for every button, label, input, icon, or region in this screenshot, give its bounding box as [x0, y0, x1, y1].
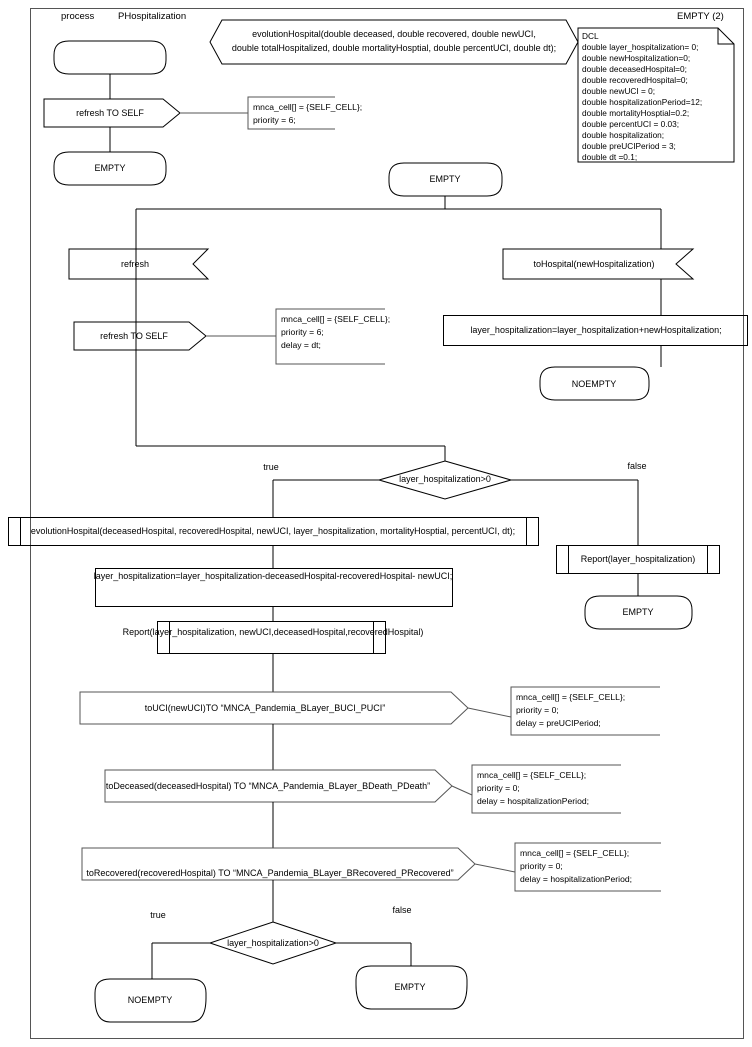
dcl-line-6: double mortalityHosptial=0.2;: [582, 108, 690, 118]
comment-link-5: [474, 863, 516, 873]
state-empty-left-shape: [53, 151, 167, 186]
output-refresh-self-mid-shape: [73, 321, 207, 351]
procedure-decl-shape: [209, 19, 579, 65]
input-refresh-shape: [68, 248, 210, 280]
call-report-false-shape: [556, 545, 720, 574]
comment-box-1-shape: [247, 96, 335, 130]
state-noempty-bottom-shape: [94, 978, 207, 1023]
start-state-shape: [53, 40, 167, 75]
comment-link-4: [451, 785, 473, 796]
dcl-line-7: double percentUCI = 0.03;: [582, 119, 680, 129]
decision-1-shape: [377, 460, 513, 500]
comment-box-5-text: mnca_cell[] = {SELF_CELL}; priority = 0;…: [520, 848, 633, 884]
comment-box-3-shape: [510, 686, 660, 736]
output-refresh-self-top-shape: [43, 98, 181, 128]
dcl-line-2: double deceasedHospital=0;: [582, 64, 687, 74]
input-tohospital-shape: [502, 248, 695, 280]
comment-box-4-text: mnca_cell[] = {SELF_CELL}; priority = 0;…: [477, 770, 590, 806]
state-noempty-right-shape: [539, 366, 650, 401]
comment-box-2-shape: [275, 308, 385, 365]
dcl-line-9: double preUCIPeriod = 3;: [582, 141, 676, 151]
dcl-note-shape: [577, 27, 735, 163]
task-add-hosp-shape: [443, 315, 748, 346]
comment-box-4-shape: [471, 764, 621, 814]
output-torecovered-shape: [81, 847, 476, 881]
dcl-line-8: double hospitalization;: [582, 130, 665, 140]
dcl-line-1: double newHospitalization=0;: [582, 53, 691, 63]
task-subtract-shape: [95, 568, 453, 607]
dcl-line-0: double layer_hospitalization= 0;: [582, 42, 699, 52]
comment-box-1-text: mnca_cell[] = {SELF_CELL}; priority = 6;: [253, 102, 363, 125]
state-empty-mid-shape: [388, 162, 503, 197]
call-report-main-shape: [157, 621, 386, 654]
output-touci-shape: [79, 691, 469, 725]
dcl-line-10: double dt =0.1;: [582, 152, 638, 162]
comment-box-5-shape: [514, 842, 661, 892]
dcl-note-fold: [717, 28, 734, 45]
dcl-title: DCL: [582, 31, 599, 41]
comment-box-3-text: mnca_cell[] = {SELF_CELL}; priority = 0;…: [516, 692, 626, 728]
state-empty-bottom-shape: [355, 965, 468, 1010]
output-todeceased-shape: [104, 769, 453, 803]
diagram-frame: [30, 8, 744, 1039]
dcl-line-5: double hospitalizationPeriod=12;: [582, 97, 703, 107]
comment-link-3: [467, 707, 512, 718]
decision-2-shape: [208, 921, 338, 965]
dcl-line-4: double newUCI = 0;: [582, 86, 656, 96]
comment-box-2-text: mnca_cell[] = {SELF_CELL}; priority = 6;…: [281, 314, 391, 350]
dcl-line-3: double recoveredHospital=0;: [582, 75, 688, 85]
call-evolution-shape: [8, 517, 539, 546]
state-empty-false-shape: [584, 595, 693, 630]
